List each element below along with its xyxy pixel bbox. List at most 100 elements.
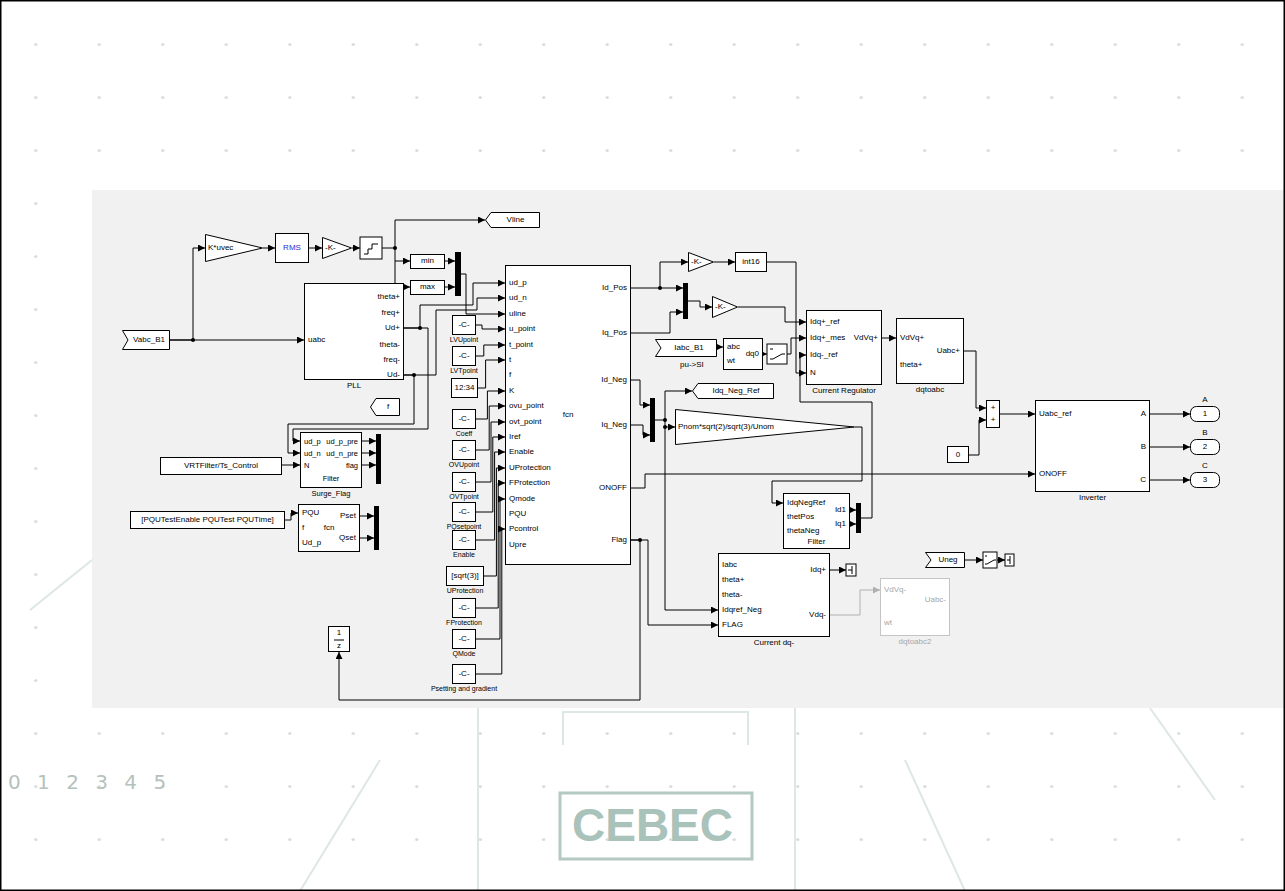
port-label: Idq+ [810, 565, 826, 575]
block-text: -K- [715, 302, 726, 312]
max-block: max [410, 280, 445, 295]
port-label: Idq+_mes [810, 333, 845, 343]
outport: 2B [1190, 439, 1220, 455]
port-label: dq0 [746, 349, 759, 359]
signal-line [830, 590, 880, 615]
port-label: A [1141, 409, 1146, 419]
constant-block: -C-Enable [452, 530, 476, 550]
block-name: Current Regulator [812, 386, 876, 396]
block-text: -K- [691, 257, 702, 267]
port-label: theta+ [722, 575, 744, 585]
block-text: Filter [323, 474, 340, 483]
block-text: K*uvec [208, 243, 233, 253]
port-label: K [509, 386, 514, 396]
port-label: ud_n [304, 449, 321, 458]
constant-block: -C-LVTpoint [452, 346, 476, 366]
port-label: ud_p [304, 437, 321, 446]
port-label: Enable [509, 447, 534, 457]
block-text: [sqrt(3)] [451, 571, 479, 581]
block-text: fcn [324, 523, 335, 533]
port-label: Qset [339, 533, 356, 543]
port-label: PQU [509, 509, 526, 519]
port-label: f [302, 523, 304, 533]
port-label: Qmode [509, 494, 535, 504]
signal-line [767, 262, 806, 373]
disabled-subsystem: VdVq-wtUabc-dqtoabc2 [880, 578, 950, 636]
zero-order-hold [360, 237, 382, 259]
port-label: Vdq- [809, 610, 826, 620]
port-label: Id_Neg [601, 375, 627, 385]
signal-line [309, 248, 322, 249]
signal-line [476, 529, 505, 674]
port-name: A [1202, 395, 1207, 405]
from-tag: Vabc_B1 [122, 330, 170, 350]
port-label: Pset [340, 511, 356, 521]
gain-block: Pnom*sqrt(2)/sqrt(3)/Unom [675, 409, 855, 445]
port-label: Uabc_ref [1039, 409, 1071, 419]
block-text: min [421, 256, 434, 266]
block-text: 2 [1203, 442, 1207, 452]
block-text: -K- [325, 243, 336, 253]
signal-line [772, 427, 862, 503]
block-text: Idq_Neg_Ref [712, 386, 759, 396]
port-label: N [810, 368, 816, 378]
block-text: int16 [742, 257, 759, 267]
from-tag: Iabc_B1 [655, 339, 717, 357]
signal-line [288, 375, 414, 453]
port-label: VdVq+ [854, 333, 878, 343]
gain-block: -K- [322, 237, 352, 259]
port-label: abc [727, 342, 740, 352]
from-tag: Uneg [925, 552, 965, 568]
subsystem-block: Uabc_refONOFFABCInverter [1035, 400, 1150, 492]
port-label: IdqNegRef [787, 498, 825, 508]
block-text: -C- [458, 535, 469, 545]
port-label: C [1140, 475, 1146, 485]
port-label: Iq_Neg [601, 420, 627, 430]
port-label: freq- [384, 355, 400, 365]
port-label: Uabc- [925, 595, 946, 605]
outport: 3C [1190, 472, 1220, 488]
block-text: Vline [507, 215, 525, 225]
constant-block: -C-LVUpoint [452, 315, 476, 335]
port-label: Flag [611, 535, 627, 545]
block-text: -C- [458, 477, 469, 487]
subsystem-block: Idq+_refIdq+_mesIdq-_refNVdVq+Current Re… [806, 310, 882, 385]
port-label: uabc [308, 335, 325, 345]
block-text: z [337, 641, 341, 651]
signal-line [1150, 447, 1190, 448]
signal-wires [352, 220, 1005, 610]
model-panel [92, 190, 1285, 708]
block-name: dqtoabc [916, 385, 944, 395]
port-label: UProtection [509, 463, 551, 473]
block-text: Iabc_B1 [674, 343, 703, 353]
block-text: -C- [458, 414, 469, 424]
goto-tag: f [370, 398, 400, 416]
watermark-frame [560, 793, 752, 859]
block-text: 3 [1203, 475, 1207, 485]
block-text: + [991, 403, 996, 413]
signal-line [964, 351, 986, 408]
port-label: theta+ [378, 292, 400, 302]
block-name: OVUpoint [449, 461, 479, 469]
block-text: + [991, 415, 996, 425]
goto-tag: Vline [485, 212, 540, 228]
rms-block: RMS [275, 233, 309, 263]
port-label: wt [727, 356, 735, 366]
signal-line [738, 307, 806, 322]
outport: 1A [1190, 406, 1220, 422]
signal-line [285, 513, 298, 520]
port-label: wt [884, 618, 892, 628]
block-text: Uneg [938, 555, 957, 565]
constant-block: 0 [947, 446, 969, 463]
port-label: Iq_Pos [602, 328, 627, 338]
gain-block: K*uvec [205, 234, 263, 262]
signal-line [476, 325, 505, 329]
signal-line [1150, 414, 1190, 415]
block-outline [370, 398, 400, 416]
block-text: f [387, 402, 389, 412]
transform-block: abc wt dq0 [723, 338, 763, 370]
subsystem-block: Iabctheta+theta-Idqref_NegFLAGIdq+Vdq-Cu… [718, 553, 830, 637]
block-text: Pnom*sqrt(2)/sqrt(3)/Unom [678, 422, 774, 432]
constant-block: -C-OVTpoint [452, 472, 476, 492]
